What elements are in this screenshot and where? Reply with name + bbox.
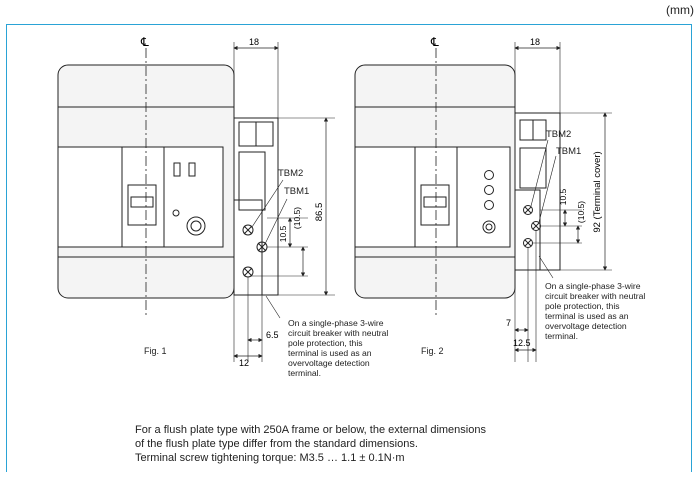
fig1-note-line: terminal. bbox=[288, 368, 321, 378]
unit-label: (mm) bbox=[666, 3, 694, 17]
fig1-side-body bbox=[233, 117, 279, 296]
fig1-label-tbm2: TBM2 bbox=[278, 168, 304, 179]
fig2-label-tbm1: TBM1 bbox=[556, 146, 582, 157]
fig1-centerline-symbol: ℄ bbox=[140, 35, 149, 49]
fig1-dim-b2: 12 bbox=[239, 358, 249, 368]
fig2-note-line: circuit breaker with neutral bbox=[545, 291, 646, 301]
footnote-line: For a flush plate type with 250A frame o… bbox=[135, 424, 486, 436]
fig1-note-line: circuit breaker with neutral bbox=[288, 328, 389, 338]
footnote-line: of the flush plate type differ from the … bbox=[135, 438, 418, 450]
fig1-dim-v2: (10.5) bbox=[292, 207, 302, 229]
fig2-dim-height: 92 (Terminal cover) bbox=[592, 151, 603, 232]
fig2-side-body bbox=[514, 112, 561, 271]
fig1-caption: Fig. 1 bbox=[144, 346, 167, 356]
fig1-dim-top-width: 18 bbox=[249, 37, 259, 47]
fig1-dim-b1: 6.5 bbox=[266, 330, 279, 340]
fig1-note-line: pole protection, this bbox=[288, 338, 363, 348]
fig2-note-line: On a single-phase 3-wire bbox=[545, 281, 641, 291]
fig2-note-line: terminal. bbox=[545, 331, 578, 341]
fig2-label-tbm2: TBM2 bbox=[546, 129, 572, 140]
fig1-test-button bbox=[186, 216, 206, 236]
fig1-drawing bbox=[57, 42, 335, 362]
fig2-dim-b2: 12.5 bbox=[513, 338, 531, 348]
fig1-dim-height: 86.5 bbox=[314, 203, 325, 222]
fig1-note-line: On a single-phase 3-wire bbox=[288, 318, 384, 328]
footnotes: For a flush plate type with 250A frame o… bbox=[135, 423, 486, 465]
fig2-centerline-symbol: ℄ bbox=[430, 35, 439, 49]
fig2-note-line: pole protection, this bbox=[545, 301, 620, 311]
fig1-label-tbm1: TBM1 bbox=[284, 186, 310, 197]
fig2-note-line: terminal is used as an bbox=[545, 311, 629, 321]
drawing-frame bbox=[6, 24, 692, 472]
fig1-note-line: overvoltage detection bbox=[288, 358, 370, 368]
fig2-caption: Fig. 2 bbox=[421, 346, 444, 356]
fig2-dim-v2: (10.5) bbox=[576, 201, 586, 223]
fig2-dim-v1: 10.5 bbox=[558, 188, 568, 205]
fig2-dim-top-width: 18 bbox=[530, 37, 540, 47]
fig1-note: On a single-phase 3-wire circuit breaker… bbox=[288, 318, 388, 378]
fig1-handle bbox=[127, 184, 157, 226]
fig1-dim-v1: 10.5 bbox=[278, 225, 288, 242]
fig2-note: On a single-phase 3-wire circuit breaker… bbox=[545, 281, 645, 341]
fig2-drawing bbox=[354, 42, 612, 362]
fig2-note-line: overvoltage detection bbox=[545, 321, 627, 331]
fig1-note-line: terminal is used as an bbox=[288, 348, 372, 358]
fig2-handle bbox=[420, 184, 450, 226]
fig2-dim-b1: 7 bbox=[506, 318, 511, 328]
footnote-line: Terminal screw tightening torque: M3.5 …… bbox=[135, 452, 405, 464]
fig2-test-button bbox=[482, 220, 496, 234]
